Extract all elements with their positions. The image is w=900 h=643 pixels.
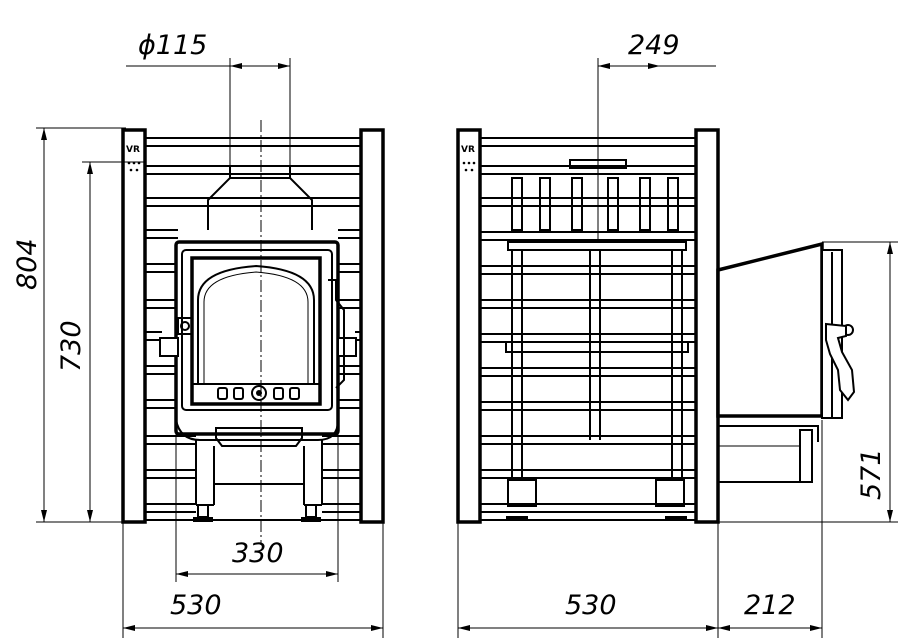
front-left-post — [121, 128, 147, 524]
dim-total-height: 804 — [12, 127, 126, 523]
dim-door-width: 330 — [175, 434, 339, 582]
side-left-post — [456, 128, 482, 524]
dim-label-total-height: 804 — [12, 238, 43, 290]
side-view: VR — [456, 30, 898, 638]
dim-tunnel-height: 571 — [718, 241, 898, 523]
logo-side: VR — [461, 145, 476, 172]
dim-chimney-diameter: ϕ115 — [126, 30, 291, 166]
dim-label-front-width: 530 — [170, 590, 222, 621]
logo-mark-side: VR — [461, 145, 475, 155]
dim-side-depth: 530 — [457, 522, 719, 638]
dim-label-top-offset: 249 — [628, 30, 680, 61]
side-feet — [506, 516, 687, 521]
front-right-post — [359, 128, 385, 524]
dim-body-height: 730 — [56, 161, 145, 522]
chimney — [207, 165, 313, 230]
dim-top-offset: 249 — [597, 30, 716, 240]
dim-label-chimney-diameter: ϕ115 — [138, 30, 207, 61]
dim-label-body-height: 730 — [56, 320, 87, 372]
front-view: VR — [12, 30, 385, 638]
ash-box — [195, 427, 323, 506]
logo-mark: VR — [126, 145, 140, 155]
dim-label-tunnel-height: 571 — [856, 448, 887, 500]
firebox-tunnel — [716, 241, 856, 483]
side-right-post — [694, 128, 720, 524]
dim-front-width: 530 — [122, 522, 384, 638]
heater-body — [505, 241, 689, 507]
dim-label-door-width: 330 — [232, 538, 284, 569]
dim-label-tunnel-length: 212 — [744, 590, 796, 621]
dim-tunnel-length: 212 — [718, 420, 823, 638]
stone-basket — [511, 159, 679, 231]
firebox-door — [159, 240, 357, 441]
dim-label-side-depth: 530 — [565, 590, 617, 621]
front-feet — [193, 504, 321, 522]
